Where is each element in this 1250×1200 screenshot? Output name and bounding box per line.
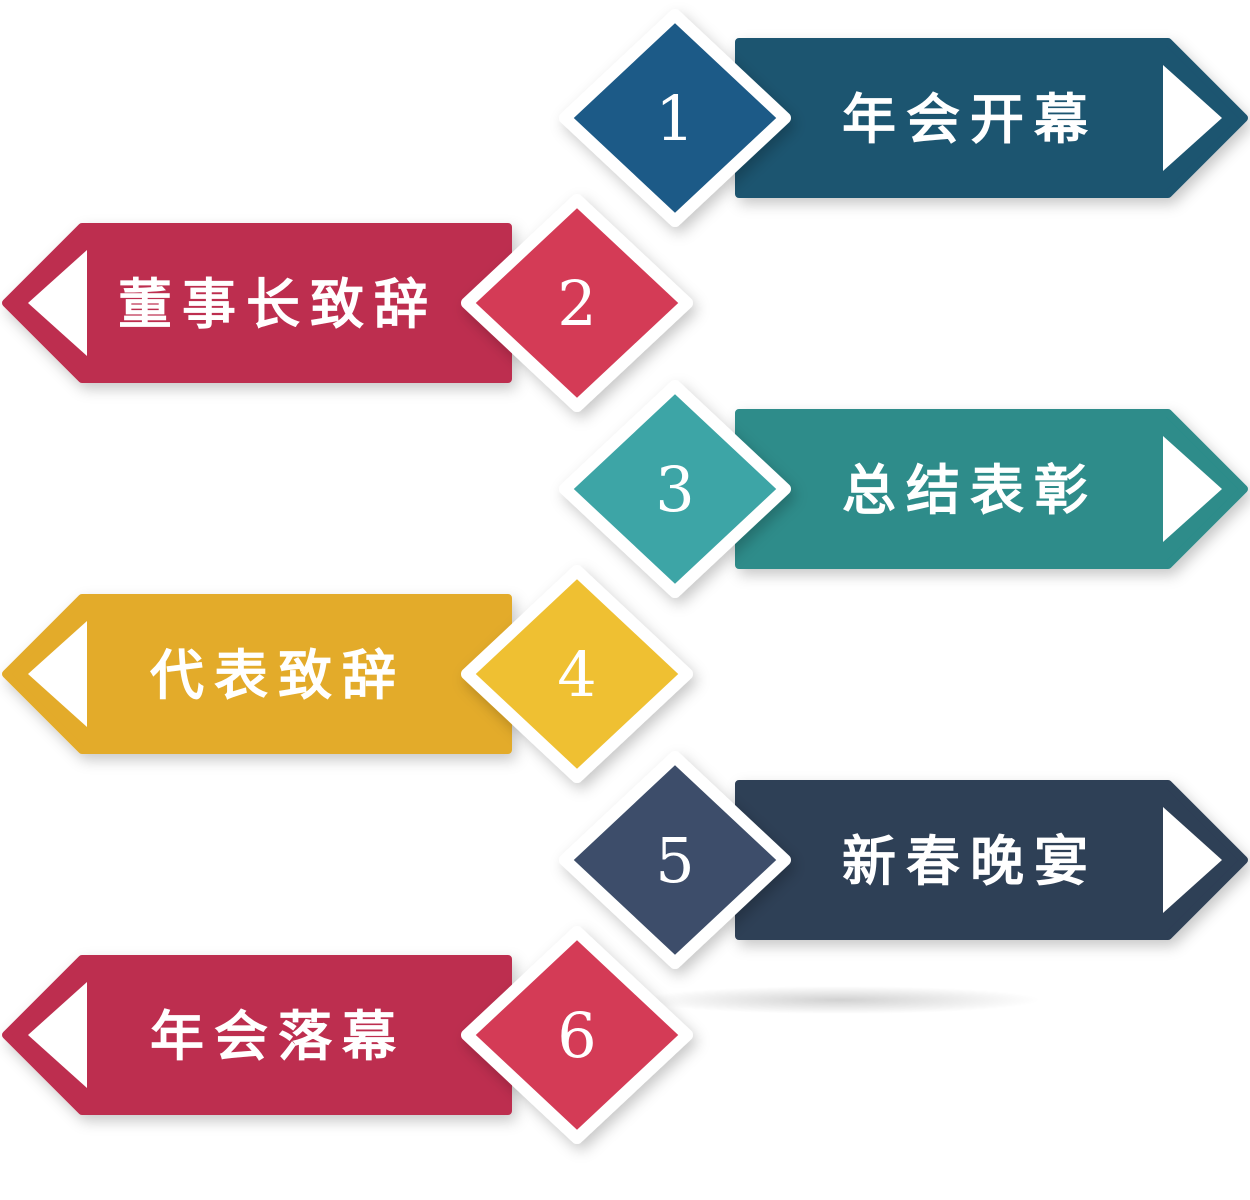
step-number-diamond — [559, 9, 791, 227]
agenda-step-3: 总结表彰 3 — [559, 380, 1248, 598]
step-banner — [2, 594, 512, 754]
step-number-diamond — [461, 194, 693, 412]
arrow-left-icon — [28, 621, 87, 727]
floor-shadow — [640, 986, 1040, 1014]
arrow-left-icon — [28, 250, 87, 356]
arrow-right-icon — [1163, 436, 1222, 542]
arrow-right-icon — [1163, 65, 1222, 171]
step-number-diamond — [461, 565, 693, 783]
step-label: 年会落幕 — [150, 1005, 406, 1068]
agenda-step-1: 年会开幕 1 — [559, 9, 1248, 227]
step-number: 2 — [557, 267, 596, 340]
agenda-step-2: 董事长致辞 2 — [2, 194, 693, 412]
agenda-step-5: 新春晚宴 5 — [559, 751, 1248, 969]
step-number: 5 — [655, 824, 694, 897]
step-number: 1 — [655, 82, 694, 155]
step-label: 新春晚宴 — [842, 830, 1098, 893]
step-number: 3 — [655, 453, 694, 526]
agenda-step-4: 代表致辞 4 — [2, 565, 693, 783]
step-number-diamond — [461, 926, 693, 1144]
arrow-left-icon — [28, 982, 87, 1088]
agenda-step-6: 年会落幕 6 — [2, 926, 693, 1144]
step-number-diamond — [559, 751, 791, 969]
step-label: 董事长致辞 — [118, 273, 438, 336]
step-number-diamond — [559, 380, 791, 598]
arrow-right-icon — [1163, 807, 1222, 913]
step-label: 代表致辞 — [149, 644, 406, 707]
step-banner — [2, 223, 512, 383]
step-number: 6 — [557, 999, 596, 1072]
step-label: 年会开幕 — [842, 88, 1098, 151]
step-label: 总结表彰 — [842, 459, 1098, 522]
step-banner — [2, 955, 512, 1115]
step-number: 4 — [557, 638, 596, 711]
